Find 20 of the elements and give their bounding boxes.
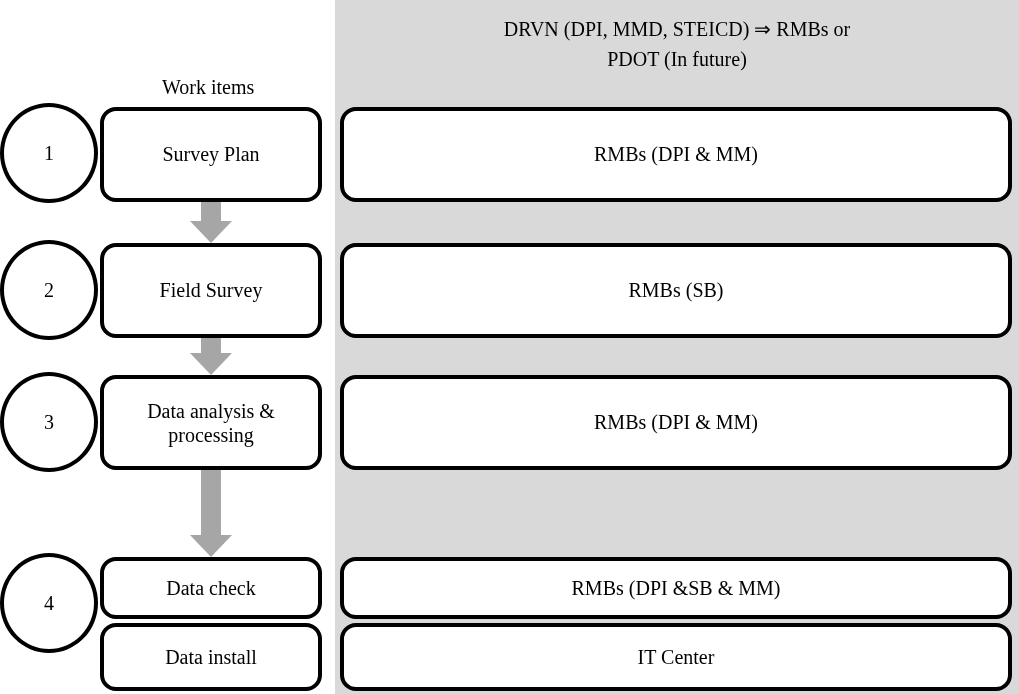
block-arrow [190,470,232,557]
process-box: Data analysis & processing [100,375,322,470]
process-box: Field Survey [100,243,322,338]
step-circle: 3 [0,372,98,472]
process-box: Data check [100,557,322,619]
step-circle: 4 [0,553,98,653]
process-box: RMBs (DPI & MM) [340,107,1012,202]
column-heading: Work items [162,76,255,99]
block-arrow [190,338,232,375]
process-box: IT Center [340,623,1012,691]
process-box: Survey Plan [100,107,322,202]
step-circle: 1 [0,103,98,203]
group-band [335,0,1019,694]
process-box: RMBs (SB) [340,243,1012,338]
step-circle: 2 [0,240,98,340]
process-box: Data install [100,623,322,691]
block-arrow [190,202,232,243]
process-box: RMBs (DPI & MM) [340,375,1012,470]
process-box: RMBs (DPI &SB & MM) [340,557,1012,619]
band-heading: DRVN (DPI, MMD, STEICD) ⇒ RMBs or PDOT (In future) [502,17,852,73]
